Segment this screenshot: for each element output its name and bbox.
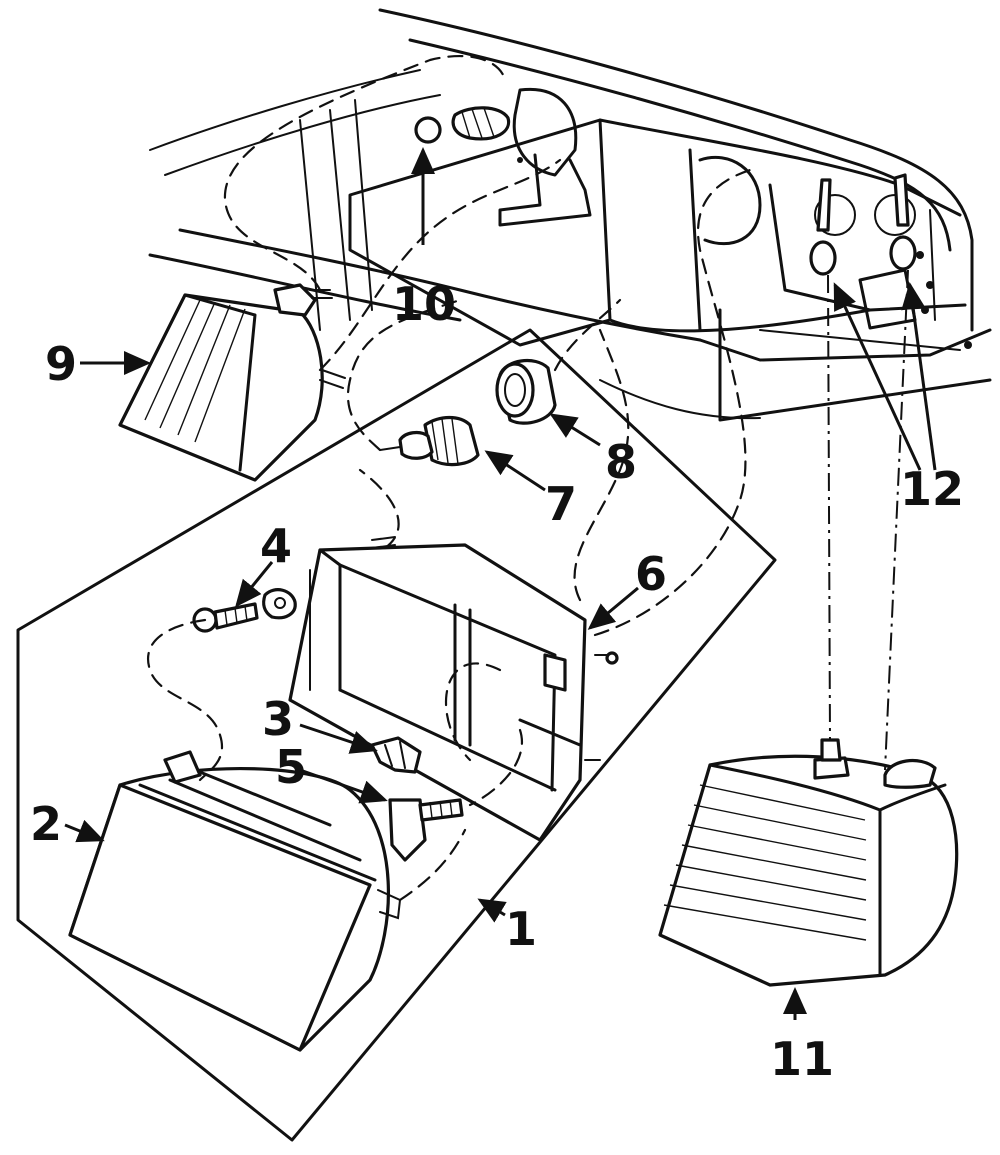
callout-6: 6 [635, 547, 667, 601]
adjuster-screw-5 [388, 798, 464, 862]
socket-8 [495, 359, 557, 425]
headlamp-housing-6 [288, 536, 619, 842]
leader-dashed-lines [147, 55, 752, 902]
callout-4: 4 [260, 519, 292, 573]
clip-3 [370, 736, 422, 774]
turn-bulbs-12 [809, 173, 917, 276]
callout-10: 10 [392, 277, 456, 331]
alignment-dashdot-lines [827, 269, 909, 771]
body-bolt-holes [517, 157, 972, 349]
callout-11: 11 [770, 1032, 834, 1086]
marker-socket-bulb-10 [414, 106, 511, 144]
side-marker-lamp-9 [118, 283, 346, 482]
callout-12: 12 [900, 462, 964, 516]
corner-lamp-11 [658, 738, 959, 987]
callout-3: 3 [262, 692, 294, 746]
headlamp-bulb-7 [379, 415, 480, 467]
callout-8: 8 [605, 435, 637, 489]
callout-1: 1 [505, 902, 537, 956]
callout-9: 9 [45, 337, 77, 391]
assembly-boundary-outline [16, 328, 777, 1142]
callout-2: 2 [30, 797, 62, 851]
callout-labels: 1 2 3 4 5 6 7 8 9 10 11 12 [30, 277, 964, 1086]
callout-arrows [64, 147, 937, 1020]
callout-5: 5 [275, 740, 307, 794]
callout-7: 7 [545, 477, 577, 531]
headlamp-2 [68, 750, 402, 1052]
